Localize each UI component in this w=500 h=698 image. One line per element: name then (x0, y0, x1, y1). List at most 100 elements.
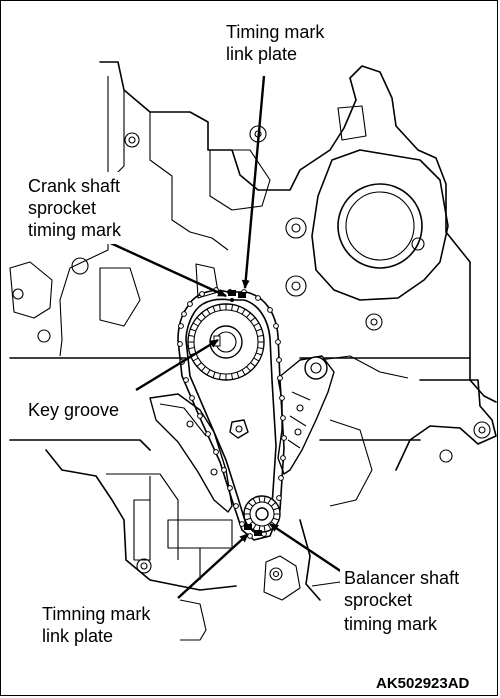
chain-roller (178, 323, 184, 329)
label-balancer-line2: sprocket (344, 590, 412, 610)
chain-roller (233, 503, 239, 509)
chain-roller (197, 413, 203, 419)
crank-teeth (188, 304, 264, 380)
label-key-groove: Key groove (28, 400, 119, 420)
chain-roller (255, 295, 261, 301)
sprocket-tooth (270, 502, 277, 507)
leader-balancer-timing-mark (269, 523, 343, 573)
label-crank-line3: timing mark (28, 220, 122, 240)
chain-roller (267, 307, 273, 313)
label-bottom-link-plate-line1: Timning mark (42, 604, 151, 624)
label-balancer-line3: timing mark (344, 614, 438, 634)
chain-roller (280, 415, 286, 421)
chain-roller (281, 435, 287, 441)
label-balancer-line1: Balancer shaft (344, 568, 459, 588)
sprocket-tooth (201, 312, 206, 318)
chain-roller (276, 495, 282, 501)
chain-roller (278, 475, 284, 481)
guide-bolt (229, 419, 249, 439)
sprocket-tooth (253, 357, 260, 362)
chain-roller (199, 291, 205, 297)
chain-roller (187, 301, 193, 307)
chain-roller (239, 521, 245, 527)
chain-guide-left (149, 393, 233, 513)
sprocket-tooth (212, 306, 216, 313)
sprocket-tooth (196, 362, 202, 367)
sprocket-tooth (257, 347, 264, 350)
chain-roller (181, 311, 187, 317)
timing-chain (177, 287, 287, 541)
sprocket-tooth (250, 317, 256, 322)
sprocket-tooth (255, 352, 262, 356)
engine-block (9, 61, 497, 641)
chain-roller (273, 323, 279, 329)
label-bottom-link-plate-line2: link plate (42, 626, 113, 646)
sprocket-tooth (192, 357, 199, 362)
chain-roller (280, 455, 286, 461)
leader-key-groove (135, 338, 219, 392)
chain-roller (189, 395, 195, 401)
sprocket-tooth (192, 322, 199, 327)
sprocket-tooth (212, 371, 216, 378)
label-top-link-plate-line1: Timing mark (226, 22, 325, 42)
chain-roller (221, 467, 227, 473)
sprocket-tooth (236, 306, 240, 313)
leader-bottom-link-plate (177, 533, 249, 599)
chain-roller (276, 357, 282, 363)
sprocket-tooth (263, 496, 266, 503)
chain-roller (247, 533, 253, 539)
chain-roller (277, 375, 283, 381)
leader-top-link-plate (241, 75, 266, 289)
sprocket-tooth (244, 517, 251, 521)
label-crank-line2: sprocket (28, 198, 96, 218)
chain-roller (227, 485, 233, 491)
sprocket-tooth (201, 366, 206, 372)
sprocket-tooth (188, 347, 195, 350)
tensioner-lever (277, 355, 335, 475)
sprocket-tooth (246, 312, 251, 318)
label-crank-line1: Crank shaft (28, 176, 120, 196)
sprocket-tooth (255, 328, 262, 332)
sprocket-tooth (253, 322, 260, 327)
sprocket-tooth (236, 371, 240, 378)
leader-lines (103, 75, 343, 599)
sprocket-tooth (206, 308, 211, 315)
sprocket-tooth (273, 507, 280, 511)
chain-links (177, 287, 287, 539)
sprocket-tooth (196, 317, 202, 322)
sprocket-tooth (263, 525, 266, 532)
sprocket-tooth (258, 496, 261, 503)
figure-code: AK502923AD (376, 675, 470, 692)
sprocket-tooth (231, 373, 234, 380)
sprocket-tooth (267, 498, 272, 504)
sprocket-tooth (218, 373, 221, 380)
sprocket-tooth (252, 524, 257, 530)
chain-roller (205, 431, 211, 437)
chain-roller (275, 339, 281, 345)
label-top-link-plate-line2: link plate (226, 44, 297, 64)
sprocket-tooth (188, 334, 195, 337)
leader-crank-timing-mark (103, 238, 227, 298)
sprocket-tooth (273, 517, 280, 521)
chain-roller (279, 395, 285, 401)
sprocket-tooth (257, 334, 264, 337)
sprocket-tooth (206, 369, 211, 376)
chain-roller (177, 341, 183, 347)
sprocket-tooth (241, 308, 246, 315)
chain-roller (213, 449, 219, 455)
top-timing-link-plate (228, 290, 246, 302)
sprocket-tooth (247, 502, 254, 507)
sprocket-tooth (252, 498, 257, 504)
sprocket-tooth (218, 304, 221, 311)
sprocket-tooth (231, 304, 234, 311)
sprocket-tooth (250, 362, 256, 367)
sprocket-tooth (190, 328, 197, 332)
sprocket-tooth (241, 369, 246, 376)
crankshaft-sprocket (187, 303, 265, 381)
chain-roller (183, 377, 189, 383)
sprocket-tooth (246, 366, 251, 372)
bottom-timing-link-plate (244, 524, 262, 536)
sprocket-tooth (244, 507, 251, 511)
